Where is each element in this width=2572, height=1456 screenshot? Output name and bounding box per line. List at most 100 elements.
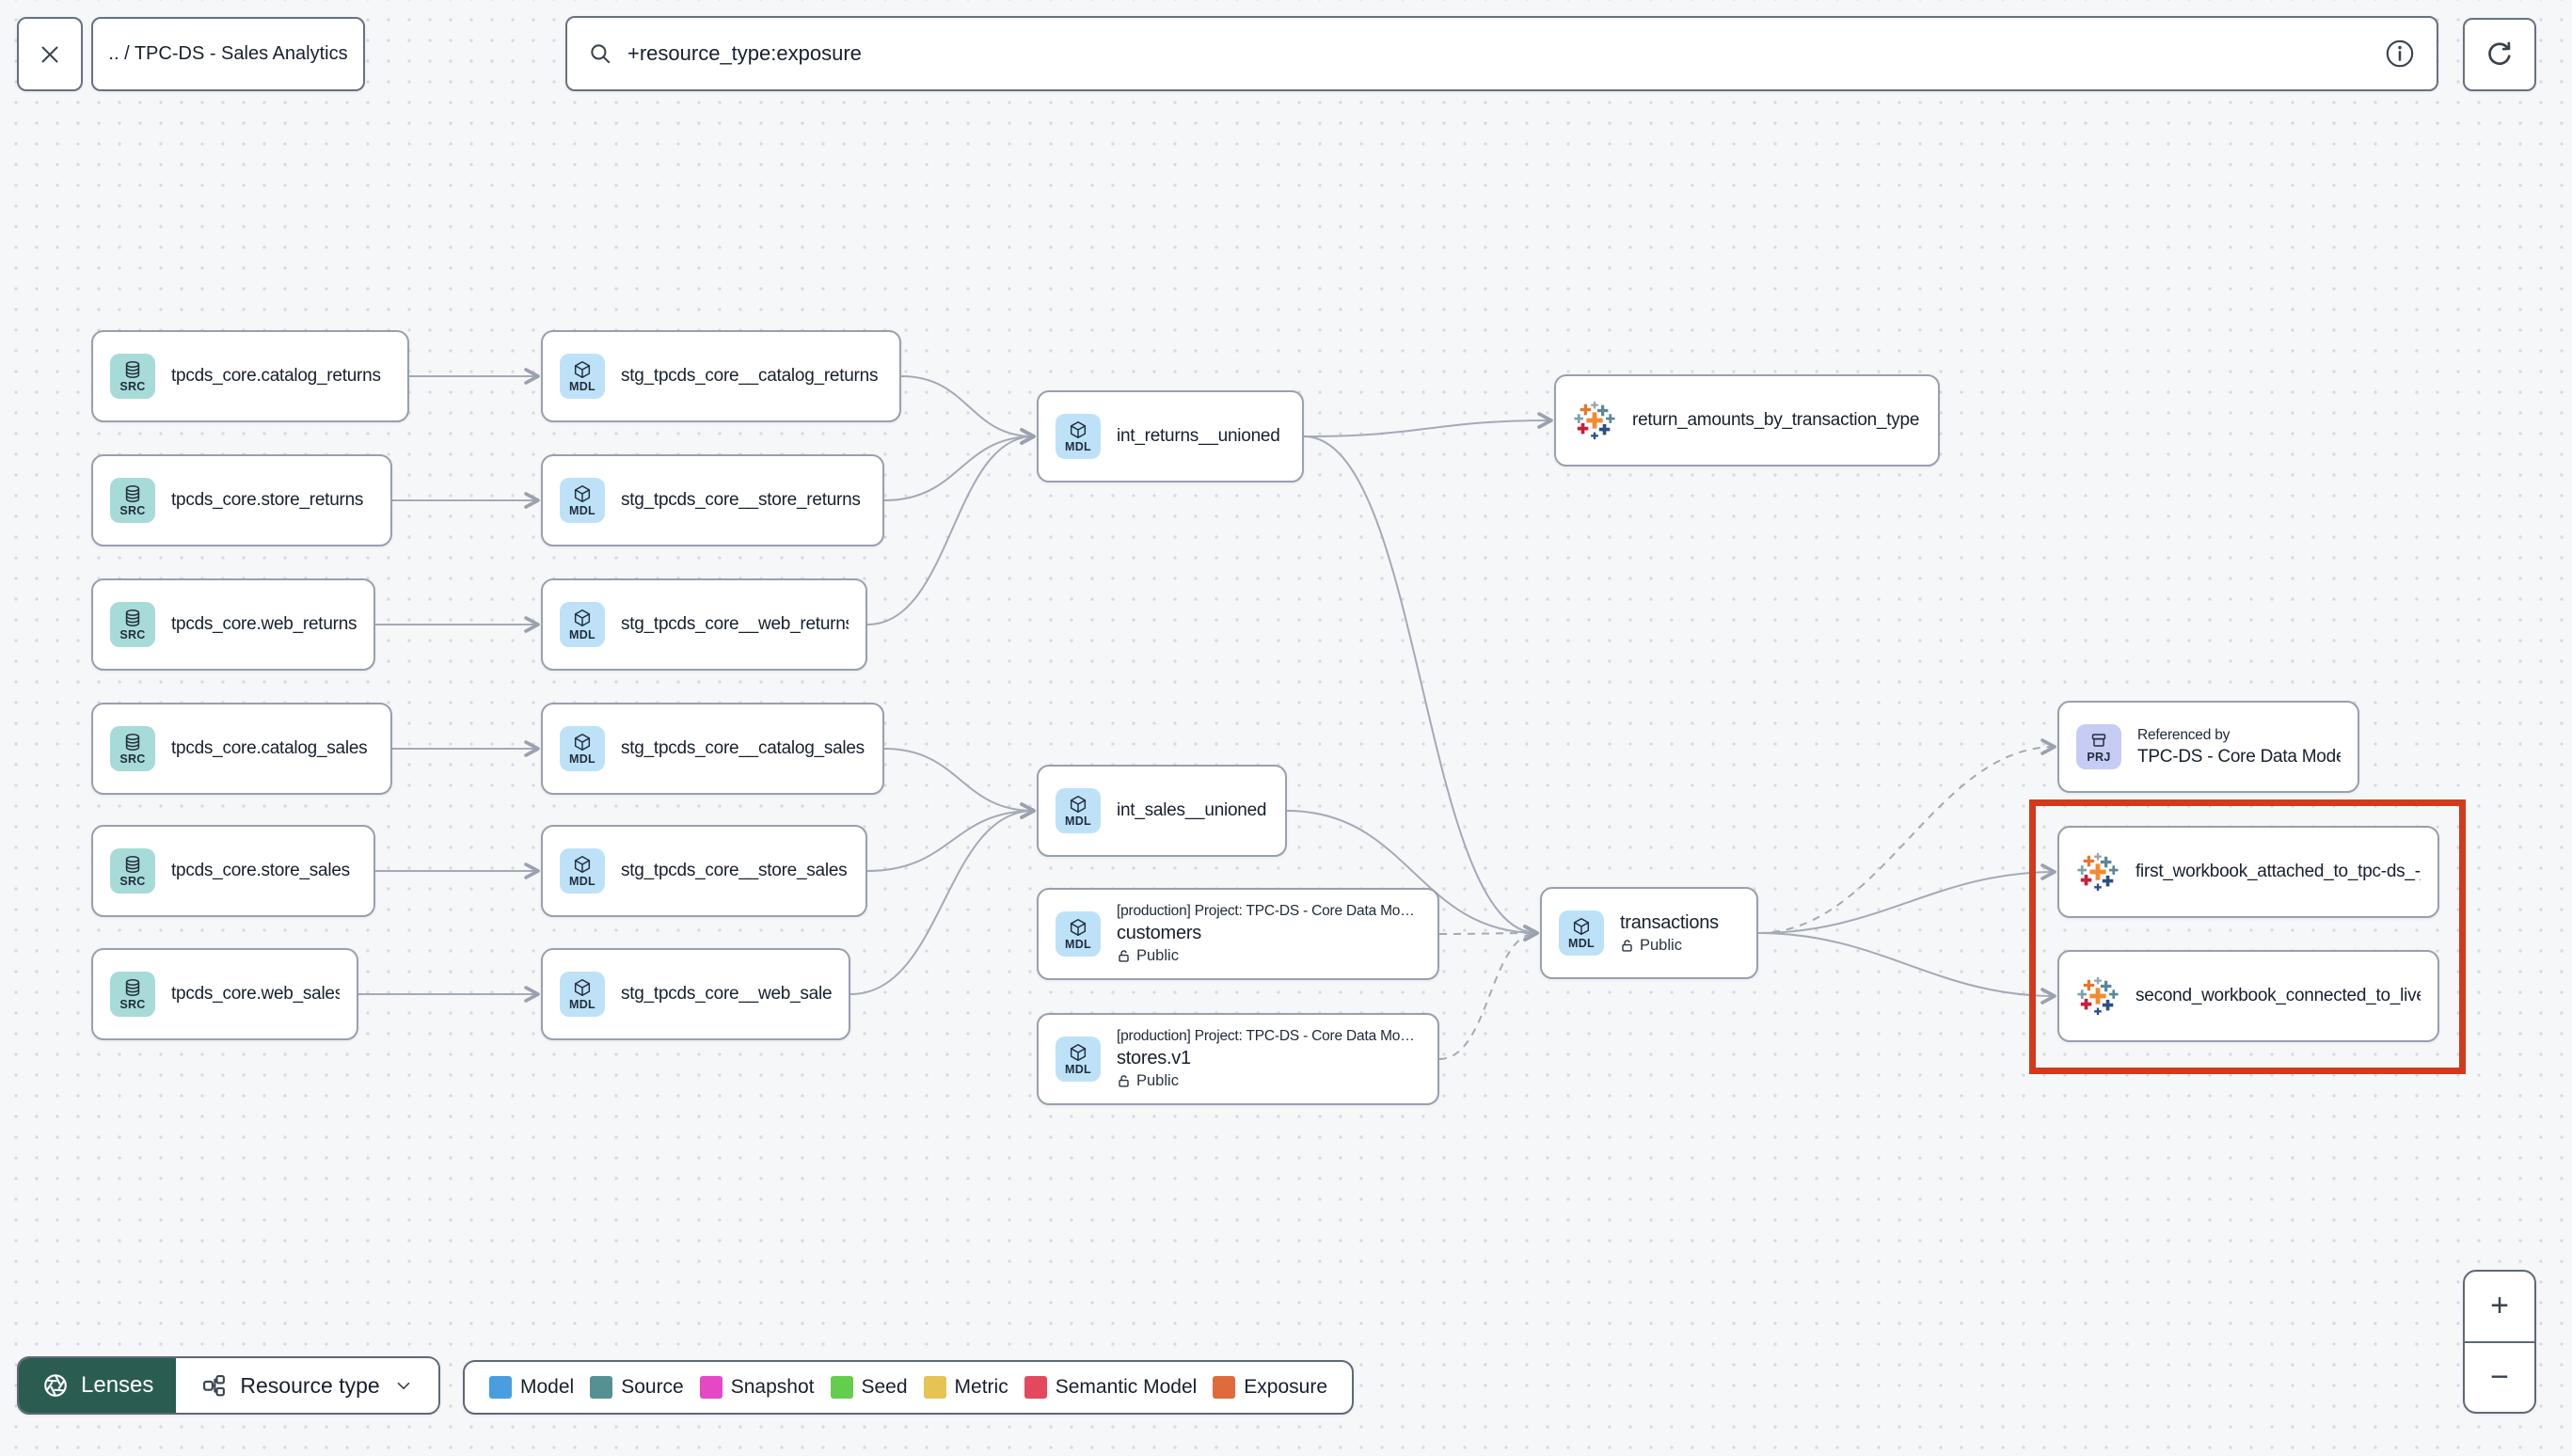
node-src_catalog_sales[interactable]: SRC tpcds_core.catalog_sales [91, 703, 392, 795]
model-icon: MDL [560, 848, 605, 894]
node-title: int_sales__unioned [1117, 800, 1267, 820]
model-icon: MDL [1056, 911, 1101, 957]
node-text: stg_tpcds_core__catalog_sales [621, 738, 865, 759]
info-icon[interactable] [2384, 38, 2416, 70]
node-stg_store_returns[interactable]: MDL stg_tpcds_core__store_returns [541, 454, 884, 546]
node-title: stg_tpcds_core__web_sales [621, 984, 832, 1004]
node-wb2[interactable]: second_workbook_connected_to_live… [2057, 950, 2439, 1042]
icon-label: MDL [569, 504, 595, 518]
node-text: [production] Project: TPC-DS - Core Data… [1117, 1028, 1415, 1090]
breadcrumb[interactable]: .. / TPC-DS - Sales Analytics [91, 17, 365, 91]
node-text: first_workbook_attached_to_tpc-ds_-_… [2135, 862, 2421, 882]
node-text: second_workbook_connected_to_live… [2135, 986, 2421, 1006]
chevron-down-icon [397, 1382, 410, 1390]
lenses-button[interactable]: Lenses [19, 1358, 177, 1413]
node-text: stg_tpcds_core__web_sales [621, 984, 832, 1005]
icon-label: SRC [119, 752, 146, 767]
node-title: stg_tpcds_core__web_returns [621, 614, 849, 634]
search-bar[interactable] [565, 16, 2438, 91]
node-src_catalog_returns[interactable]: SRC tpcds_core.catalog_returns [91, 330, 409, 422]
node-src_web_returns[interactable]: SRC tpcds_core.web_returns [91, 578, 375, 671]
node-text: stg_tpcds_core__store_sales [621, 861, 847, 881]
edge-stg_web_sales-to-int_sales [849, 802, 1036, 995]
tableau-exposure-icon [1573, 399, 1616, 442]
icon-label: MDL [569, 998, 595, 1012]
node-title: stg_tpcds_core__store_returns [621, 490, 861, 510]
node-title: transactions [1620, 911, 1719, 933]
node-text: int_sales__unioned [1117, 800, 1266, 821]
edge-int_returns-to-transactions [1303, 435, 1539, 942]
legend-label: Snapshot [730, 1376, 815, 1398]
close-button[interactable] [17, 17, 83, 91]
icon-label: MDL [1065, 1063, 1091, 1077]
icon-label: SRC [119, 628, 146, 642]
node-title: stores.v1 [1117, 1048, 1191, 1068]
source-icon: SRC [110, 602, 155, 647]
node-text: tpcds_core.store_sales [171, 861, 350, 881]
model-icon: MDL [1559, 910, 1604, 956]
edge-int_returns-to-return_amounts [1303, 412, 1553, 437]
node-text: tpcds_core.catalog_returns [171, 366, 381, 387]
model-icon: MDL [560, 602, 605, 647]
node-text: tpcds_core.web_returns [171, 614, 357, 635]
icon-label: MDL [1065, 815, 1091, 829]
resource-type-dropdown[interactable]: Resource type [176, 1358, 438, 1413]
legend-label: Seed [861, 1376, 908, 1398]
selection-highlight-box [2029, 799, 2466, 1074]
legend-item-snapshot: Snapshot [699, 1376, 815, 1399]
model-icon: MDL [1056, 788, 1101, 833]
breadcrumb-label: .. / TPC-DS - Sales Analytics [108, 43, 348, 64]
node-header: [production] Project: TPC-DS - Core Data… [1117, 1028, 1415, 1044]
node-title: customers [1117, 923, 1201, 943]
legend-item-metric: Metric [923, 1376, 1008, 1399]
legend-swatch [1024, 1376, 1047, 1399]
node-text: [production] Project: TPC-DS - Core Data… [1117, 903, 1415, 965]
node-stg_catalog_sales[interactable]: MDL stg_tpcds_core__catalog_sales [541, 703, 884, 795]
edge-stg_store_returns-to-int_returns [883, 428, 1036, 501]
node-title: tpcds_core.store_returns [171, 490, 364, 510]
lenses-label: Lenses [81, 1372, 154, 1398]
node-stores[interactable]: MDL [production] Project: TPC-DS - Core D… [1037, 1013, 1439, 1105]
zoom-out-button[interactable]: − [2490, 1358, 2509, 1395]
node-access-badge: Public [1117, 1072, 1415, 1090]
legend-label: Source [621, 1376, 684, 1398]
search-input[interactable] [626, 40, 2371, 67]
node-stg_web_sales[interactable]: MDL stg_tpcds_core__web_sales [541, 948, 850, 1040]
source-icon: SRC [110, 726, 155, 771]
resource-type-icon [203, 1375, 226, 1397]
node-stg_web_returns[interactable]: MDL stg_tpcds_core__web_returns [541, 578, 867, 671]
lenses-bar: Lenses Resource type [17, 1356, 440, 1415]
model-icon: MDL [1056, 414, 1101, 459]
node-int_sales[interactable]: MDL int_sales__unioned [1037, 765, 1287, 857]
node-title: return_amounts_by_transaction_type [1632, 410, 1920, 430]
icon-label: SRC [119, 380, 146, 394]
refresh-button[interactable] [2463, 18, 2536, 91]
node-stg_store_sales[interactable]: MDL stg_tpcds_core__store_sales [541, 825, 867, 917]
node-customers[interactable]: MDL [production] Project: TPC-DS - Core D… [1037, 888, 1439, 980]
node-title: tpcds_core.catalog_returns [171, 366, 381, 386]
zoom-in-button[interactable]: + [2465, 1272, 2534, 1343]
node-wb1[interactable]: first_workbook_attached_to_tpc-ds_-_… [2057, 826, 2439, 918]
icon-label: MDL [1065, 938, 1091, 952]
search-icon [591, 44, 611, 64]
legend-swatch [1213, 1376, 1236, 1399]
node-text: tpcds_core.catalog_sales [171, 738, 367, 759]
node-return_amounts[interactable]: return_amounts_by_transaction_type [1554, 374, 1940, 467]
source-icon: SRC [110, 354, 155, 399]
legend-swatch [923, 1376, 946, 1399]
node-title: tpcds_core.web_returns [171, 614, 357, 634]
node-header: Referenced by [2137, 726, 2231, 743]
legend-item-seed: Seed [830, 1376, 908, 1399]
model-icon: MDL [560, 726, 605, 771]
